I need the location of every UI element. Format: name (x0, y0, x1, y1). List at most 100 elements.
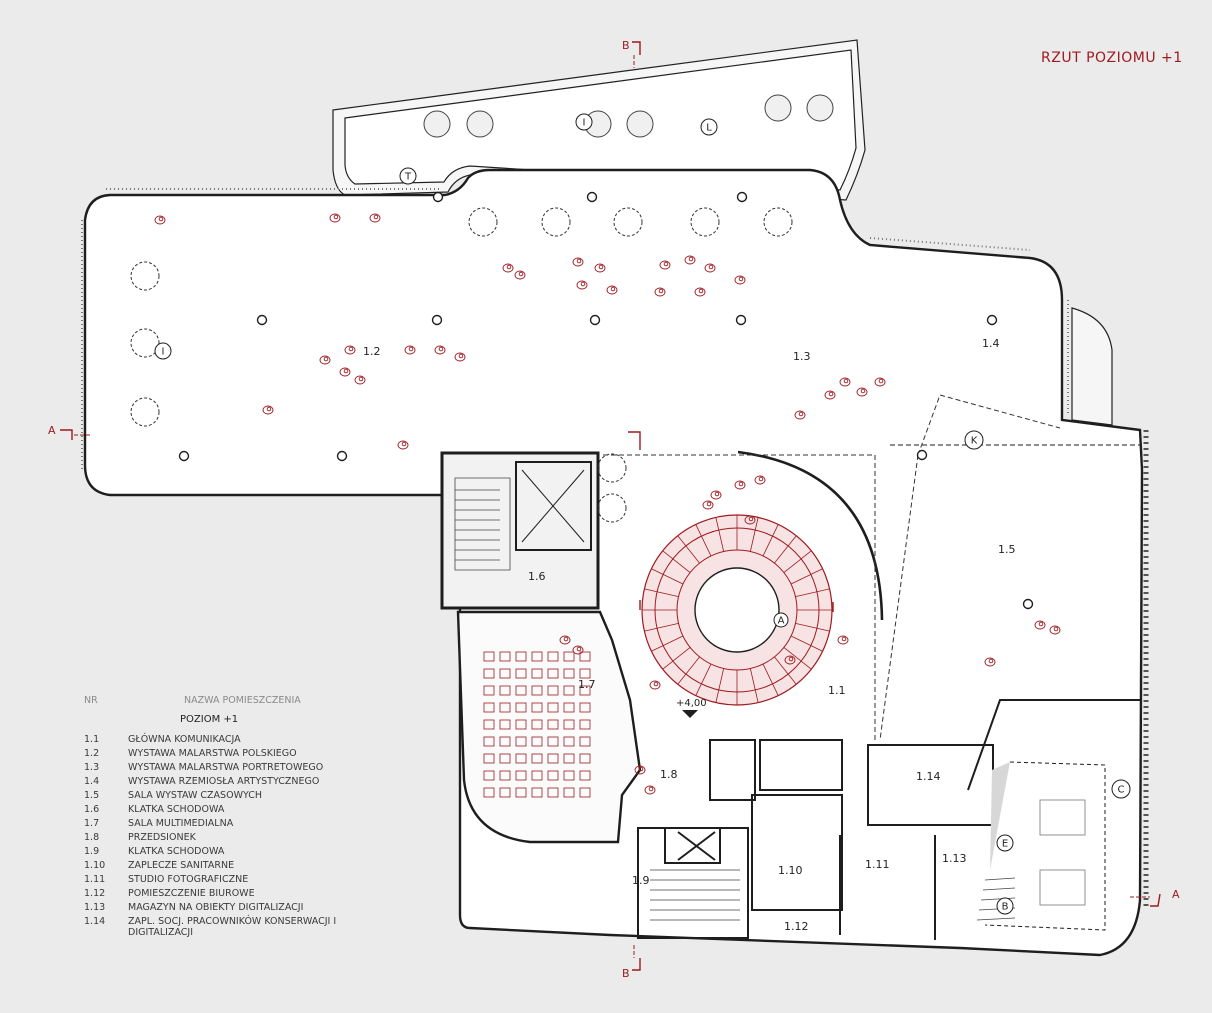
person-figure (154, 215, 166, 225)
person-head (1053, 626, 1059, 632)
stair-tread (795, 588, 830, 598)
person-figure (576, 280, 588, 290)
person-head (266, 406, 272, 412)
person-figure (606, 285, 618, 295)
legend-row-nr: 1.7 (84, 818, 100, 829)
seat (579, 736, 591, 747)
stair-tread (644, 622, 679, 632)
person-head (648, 786, 654, 792)
person-head (373, 214, 379, 220)
seat (515, 685, 527, 696)
person-head (653, 681, 659, 687)
seat (547, 719, 559, 730)
person-figure (734, 480, 746, 490)
display-case (613, 207, 643, 237)
level-mark: +4,00 (676, 698, 707, 718)
seat (499, 702, 511, 713)
legend-row-name: WYSTAWA RZEMIOSŁA ARTYSTYCZNEGO (128, 776, 320, 787)
person-head (738, 276, 744, 282)
marker-label: L (706, 123, 712, 134)
marker-label: A (778, 616, 785, 627)
person-head (580, 281, 586, 287)
person-head (343, 368, 349, 374)
seat (563, 787, 575, 798)
marker-label: I (583, 118, 586, 129)
seat (483, 651, 495, 662)
person-figure (744, 515, 756, 525)
person-figure (704, 263, 716, 273)
room-label-1-12: 1.12 (784, 920, 809, 933)
seat (579, 685, 591, 696)
person-head (748, 516, 754, 522)
legend-row-nr: 1.2 (84, 748, 100, 759)
seat (531, 770, 543, 781)
display-case (597, 453, 627, 483)
stair-tread (749, 668, 759, 703)
person-figure (839, 377, 851, 387)
seat (563, 736, 575, 747)
legend-row-name: ZAPLECZE SANITARNE (128, 860, 235, 871)
column (986, 314, 998, 326)
seat (483, 719, 495, 730)
person-figure (684, 255, 696, 265)
column (432, 191, 444, 203)
person-figure (702, 500, 714, 510)
person-head (401, 441, 407, 447)
seat (563, 702, 575, 713)
room-label-1-10: 1.10 (778, 864, 803, 877)
display-case (130, 261, 160, 291)
marker-i-top: I (575, 113, 593, 131)
legend-row-nr: 1.4 (84, 776, 100, 787)
person-figure (794, 410, 806, 420)
person-figure (710, 490, 722, 500)
marker-e: E (996, 834, 1014, 852)
seat (499, 685, 511, 696)
stair-tread (677, 656, 700, 685)
seat (515, 770, 527, 781)
seat (515, 702, 527, 713)
legend-row-nr: 1.8 (84, 832, 100, 843)
legend-row-name: GŁÓWNA KOMUNIKACJA (128, 734, 241, 745)
column (256, 314, 268, 326)
stair-tread (651, 635, 684, 652)
seat (579, 702, 591, 713)
person-figure (514, 270, 526, 280)
column (1022, 598, 1034, 610)
terrace-table (626, 110, 654, 138)
seat (579, 753, 591, 764)
multimedia-room (456, 610, 642, 844)
seat (563, 753, 575, 764)
person-head (458, 353, 464, 359)
marker-label: C (1118, 785, 1125, 796)
seat (515, 736, 527, 747)
legend-row: 1.4 WYSTAWA RZEMIOSŁA ARTYSTYCZNEGO (84, 776, 384, 787)
section-a-left-label: A (48, 424, 56, 437)
room-label-1-3: 1.3 (793, 350, 811, 363)
person-figure (694, 287, 706, 297)
atrium-wall (737, 450, 884, 621)
display-case (690, 207, 720, 237)
seat (483, 702, 495, 713)
column (431, 314, 443, 326)
marker-c: C (1111, 779, 1131, 799)
person-figure (824, 390, 836, 400)
seat (515, 668, 527, 679)
person-figure (434, 345, 446, 355)
stair-tread (783, 647, 812, 670)
marker-k: K (964, 430, 984, 450)
person-head (1038, 621, 1044, 627)
column (735, 314, 747, 326)
drawing-title: RZUT POZIOMU +1 (1041, 50, 1183, 66)
person-figure (837, 635, 849, 645)
seat (483, 787, 495, 798)
seat (547, 702, 559, 713)
seat (547, 685, 559, 696)
seat (483, 753, 495, 764)
seat (531, 736, 543, 747)
legend-level: POZIOM +1 (180, 714, 239, 725)
